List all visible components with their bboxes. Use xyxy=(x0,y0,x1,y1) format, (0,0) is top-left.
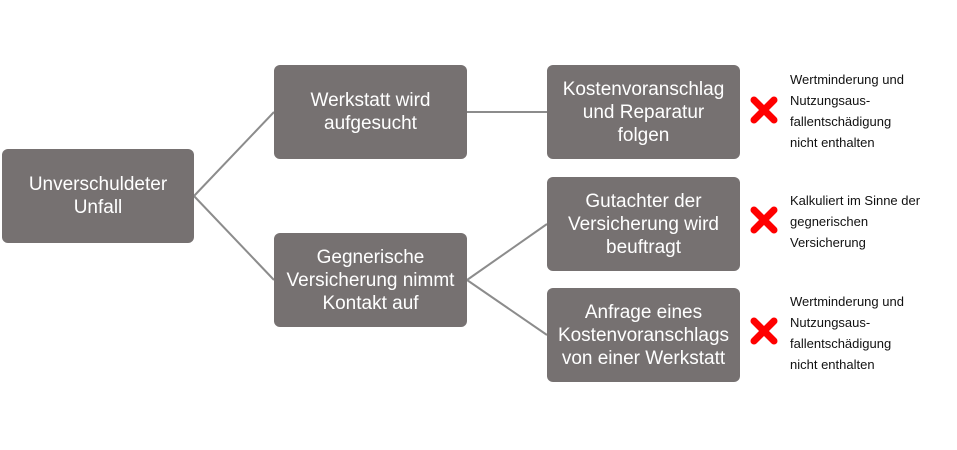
node-werkstatt-aufgesucht: Werkstatt wird aufgesucht xyxy=(274,65,467,159)
node-kostenvoranschlag-reparatur: Kostenvoranschlag und Reparatur folgen xyxy=(547,65,740,159)
connector-insurer-appraiser xyxy=(466,223,548,281)
connector-root-workshop xyxy=(193,111,275,197)
node-gegnerische-versicherung: Gegnerische Versicherung nimmt Kontakt a… xyxy=(274,233,467,327)
cross-icon xyxy=(750,317,778,345)
note-anfrage-kostenvoranschlag: Wertminderung und Nutzungsaus- fallentsc… xyxy=(790,294,904,372)
node-gutachter-versicherung: Gutachter der Versicherung wird beuftrag… xyxy=(547,177,740,271)
cross-icon xyxy=(750,206,778,234)
cross-icon xyxy=(750,96,778,124)
connector-root-insurer xyxy=(193,195,275,281)
note-kostenvoranschlag-reparatur: Wertminderung und Nutzungsaus- fallentsc… xyxy=(790,72,904,150)
connector-insurer-request xyxy=(466,279,548,336)
note-gutachter-versicherung: Kalkuliert im Sinne der gegnerischen Ver… xyxy=(790,193,921,250)
node-anfrage-kostenvoranschlag: Anfrage eines Kostenvoranschlags von ein… xyxy=(547,288,740,382)
node-unverschuldeter-unfall: Unverschuldeter Unfall xyxy=(2,149,194,243)
